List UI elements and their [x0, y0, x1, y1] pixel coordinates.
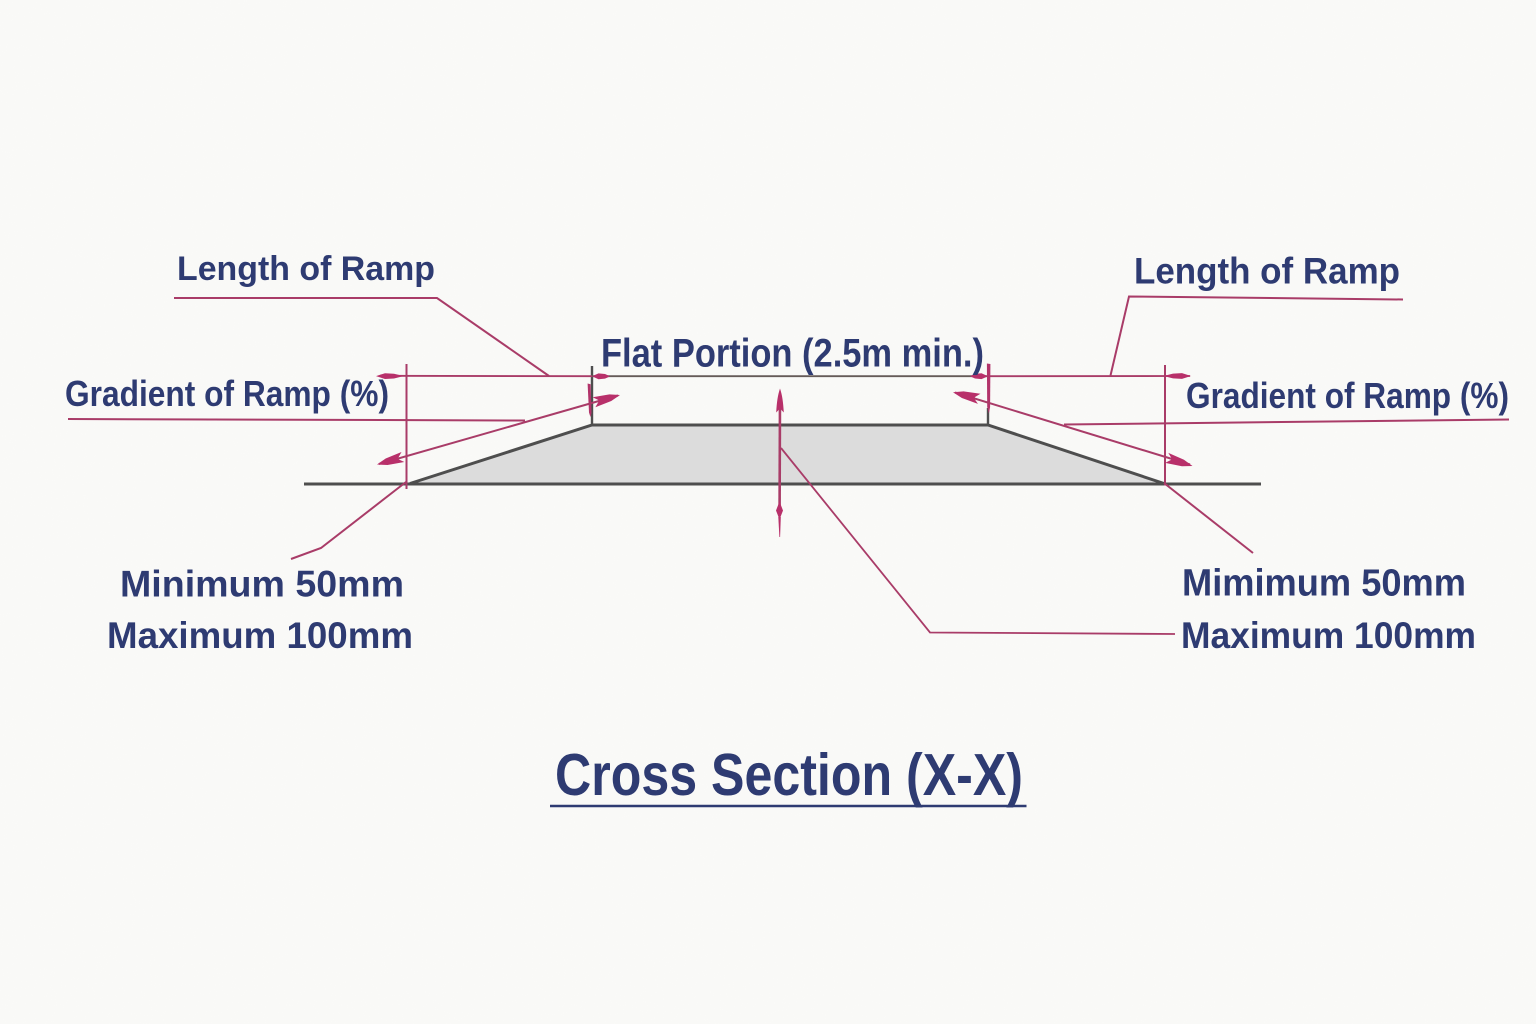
svg-text:Maximum 100mm: Maximum 100mm [107, 614, 413, 656]
svg-text:Maximum 100mm: Maximum 100mm [1181, 614, 1476, 656]
svg-text:Gradient of Ramp (%): Gradient of Ramp (%) [1186, 375, 1509, 416]
svg-text:Cross Section (X-X): Cross Section (X-X) [555, 742, 1023, 808]
svg-text:Mimimum 50mm: Mimimum 50mm [1182, 563, 1466, 605]
svg-text:Length of Ramp: Length of Ramp [1134, 251, 1400, 292]
svg-text:Flat Portion (2.5m min.): Flat Portion (2.5m min.) [601, 332, 984, 376]
svg-text:Minimum 50mm: Minimum 50mm [120, 563, 404, 605]
svg-text:Length of Ramp: Length of Ramp [177, 250, 435, 288]
svg-text:Gradient of Ramp (%): Gradient of Ramp (%) [65, 373, 389, 414]
